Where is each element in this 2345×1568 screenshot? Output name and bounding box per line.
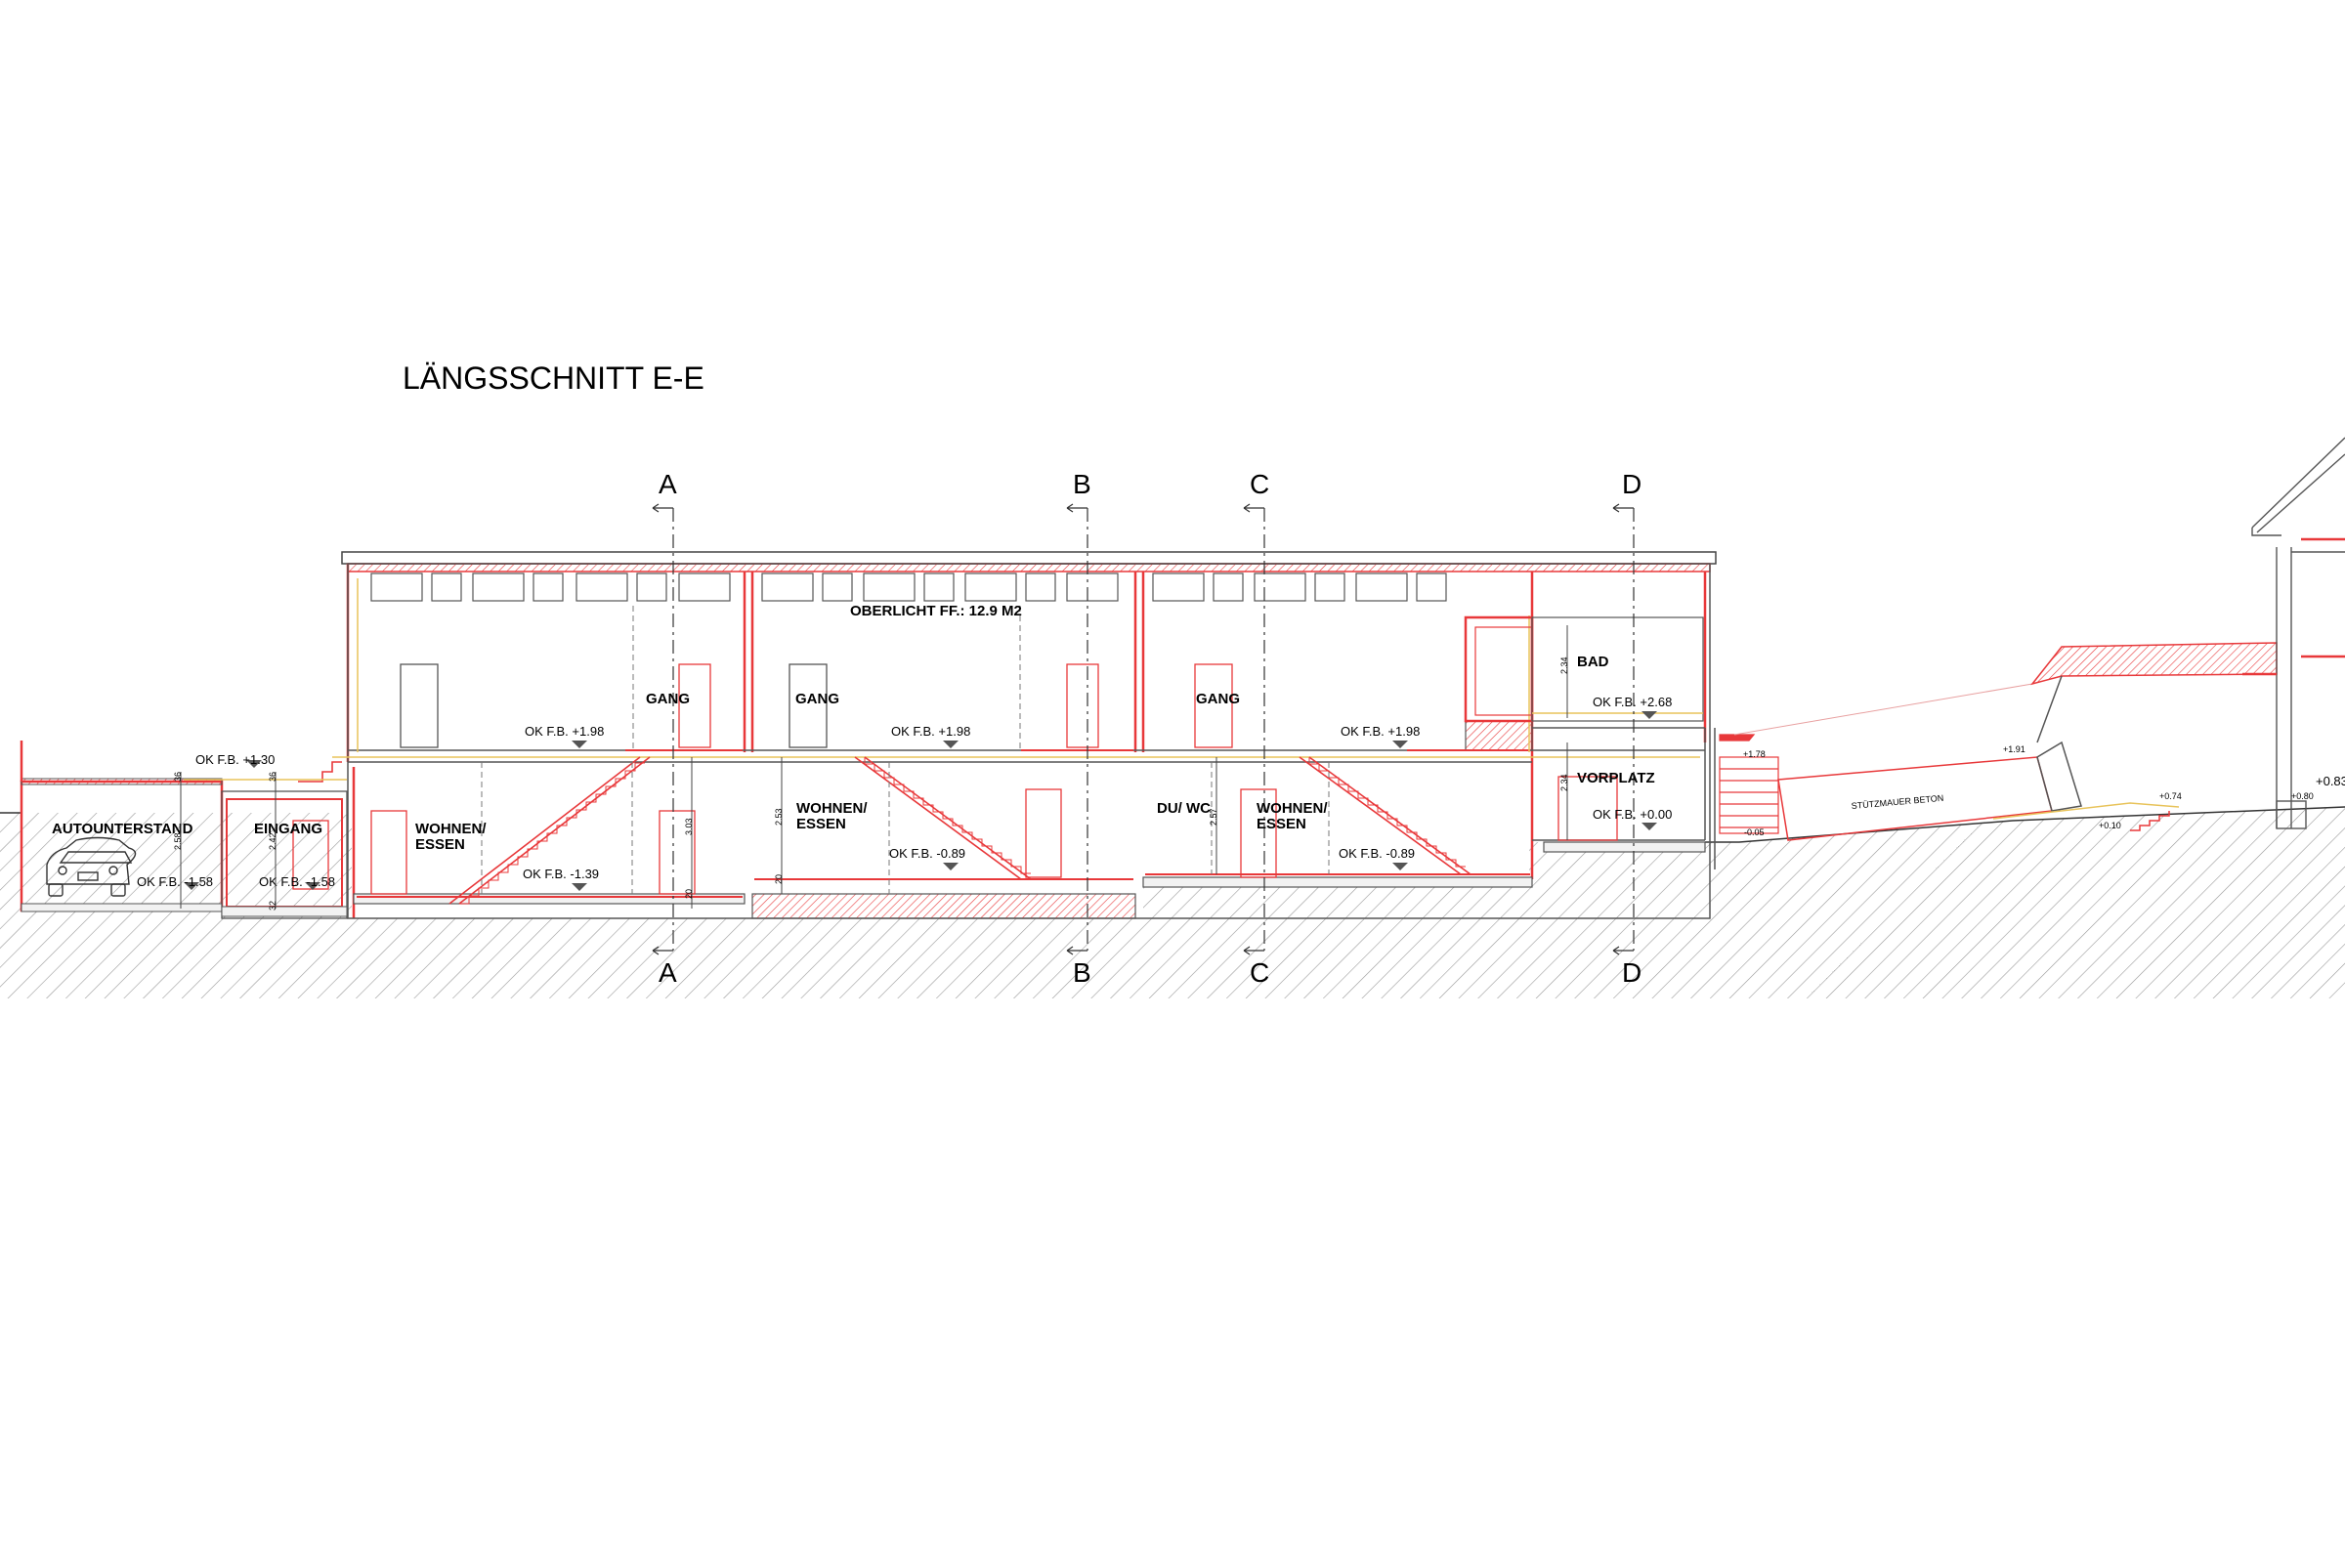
elev-010: +0.10 (2099, 821, 2121, 830)
room-label-wohnen3-line2: ESSEN (1257, 816, 1306, 832)
dim-257: 2.57 (1209, 808, 1218, 826)
drawing-title: LÄNGSSCHNITT E-E (403, 360, 704, 396)
level-upper3: OK F.B. +1.98 (1341, 724, 1420, 739)
level-upper2: OK F.B. +1.98 (891, 724, 970, 739)
retaining-wall (1733, 642, 2278, 841)
dim-36b: 36 (268, 772, 277, 782)
level-lower3: OK F.B. -0.89 (1339, 846, 1415, 861)
section-marker-a-bottom: A (659, 957, 677, 988)
section-marker-b-top: B (1073, 469, 1091, 499)
bath-volume (1464, 615, 1704, 723)
dim-258: 2.58 (173, 832, 183, 850)
level-eingang: OK F.B. -1.58 (259, 874, 335, 889)
entrance-volume (184, 779, 348, 919)
elev-080: +0.80 (2291, 791, 2314, 801)
level-lower2: OK F.B. -0.89 (889, 846, 965, 861)
section-marker-d-bottom: D (1622, 957, 1642, 988)
room-label-autounterstand: AUTOUNTERSTAND (52, 821, 193, 837)
dim-20b: 20 (774, 874, 784, 884)
room-label-gang2: GANG (795, 691, 839, 707)
retaining-wall-label: STÜTZMAUER BETON (1851, 793, 1943, 811)
room-label-vorplatz: VORPLATZ (1577, 770, 1655, 786)
room-label-wohnen1-line1: WOHNEN/ (415, 821, 487, 837)
room-label-bad: BAD (1577, 654, 1609, 670)
section-marker-a-top: A (659, 469, 677, 499)
room-label-wohnen1-line2: ESSEN (415, 836, 465, 853)
level-eingang-top: OK F.B. +1.30 (195, 752, 275, 767)
dim-234b: 2.34 (1559, 774, 1569, 791)
car-icon (46, 836, 137, 897)
room-label-gang1: GANG (646, 691, 690, 707)
level-bad: OK F.B. +2.68 (1593, 695, 1672, 709)
room-label-gang3: GANG (1196, 691, 1240, 707)
section-marker-d-top: D (1622, 469, 1642, 499)
dim-242: 2.42 (268, 832, 277, 850)
terrain (0, 806, 2345, 998)
elev-005: -0.05 (1744, 827, 1765, 837)
room-label-wohnen2-line1: WOHNEN/ (796, 800, 868, 817)
dim-32: 32 (268, 901, 277, 911)
elev-178: +1.78 (1743, 749, 1766, 759)
elev-083: +0.83 (2316, 774, 2345, 788)
dim-234a: 2.34 (1559, 657, 1569, 674)
room-label-wohnen3-line1: WOHNEN/ (1257, 800, 1328, 817)
dim-20a: 20 (684, 889, 694, 899)
dim-36a: 36 (173, 772, 183, 782)
dimension-lines (180, 625, 1568, 909)
room-label-oberlicht: OBERLICHT FF.: 12.9 M2 (850, 603, 1022, 619)
level-vorplatz: OK F.B. +0.00 (1593, 807, 1672, 822)
level-autounterstand: OK F.B. -1.58 (137, 874, 213, 889)
level-upper1: OK F.B. +1.98 (525, 724, 604, 739)
elev-191: +1.91 (2003, 744, 2025, 754)
floor-slabs (353, 720, 1706, 919)
section-marker-b-bottom: B (1073, 957, 1091, 988)
doors (292, 663, 1618, 895)
section-lines (672, 508, 1635, 951)
dim-303: 3.03 (684, 818, 694, 835)
room-label-eingang: EINGANG (254, 821, 322, 837)
neighbour-house (2242, 437, 2345, 829)
room-label-wohnen2-line2: ESSEN (796, 816, 846, 832)
entry-stairs (1719, 734, 1779, 834)
roof (341, 551, 1717, 572)
dim-253: 2.53 (774, 808, 784, 826)
section-marker-c-top: C (1250, 469, 1269, 499)
level-markers (184, 711, 1657, 891)
room-label-du-wc: DU/ WC (1157, 800, 1211, 817)
skylights (370, 572, 1447, 602)
level-lower1: OK F.B. -1.39 (523, 867, 599, 881)
elev-074: +0.74 (2159, 791, 2182, 801)
section-marker-c-bottom: C (1250, 957, 1269, 988)
